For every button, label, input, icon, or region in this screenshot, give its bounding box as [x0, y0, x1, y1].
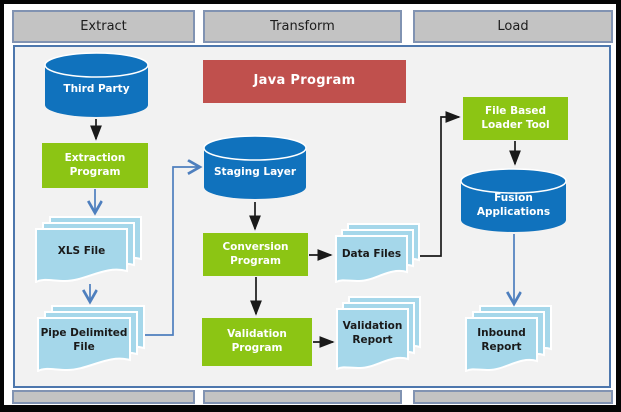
multi-document-icon [336, 296, 421, 370]
node-label: Java Program [253, 73, 356, 89]
node-data-files: Data Files [335, 223, 420, 283]
lane-label-load: Load [497, 19, 529, 34]
node-fusion-applications: Fusion Applications [460, 168, 567, 233]
node-label: Validation Program [227, 328, 287, 354]
node-validation-report: Validation Report [336, 296, 421, 370]
multi-document-icon [465, 305, 552, 372]
database-icon [203, 135, 307, 199]
lane-header-load: Load [413, 10, 613, 43]
node-label: Validation Report [342, 320, 403, 346]
node-label: File Based Loader Tool [481, 104, 550, 131]
lane-label-transform: Transform [270, 19, 335, 34]
node-third-party: Third Party [44, 52, 149, 118]
node-label: XLS File [57, 245, 106, 258]
multi-document-icon [335, 223, 420, 283]
node-java-program: Java Program [203, 60, 406, 103]
lane-footer-transform [203, 390, 402, 404]
multi-document-icon [37, 305, 145, 372]
node-label: Pipe Delimited File [40, 327, 128, 353]
multi-document-icon [35, 216, 142, 283]
node-pipe-delimited-file: Pipe Delimited File [37, 305, 145, 372]
node-label: Third Party [63, 83, 130, 96]
lane-footer-extract [12, 390, 195, 404]
node-label: Inbound Report [477, 327, 526, 353]
node-validation-program: Validation Program [202, 318, 312, 366]
database-icon [460, 168, 567, 232]
node-label: Data Files [341, 248, 402, 261]
lane-header-extract: Extract [12, 10, 195, 43]
node-file-based-loader-tool: File Based Loader Tool [463, 97, 568, 140]
lane-header-transform: Transform [203, 10, 402, 43]
node-label: Fusion Applications [476, 191, 551, 218]
node-label: Staging Layer [213, 165, 297, 178]
node-inbound-report: Inbound Report [465, 305, 552, 372]
node-label: Conversion Program [222, 240, 289, 267]
node-conversion-program: Conversion Program [203, 233, 308, 276]
node-xls-file: XLS File [35, 216, 142, 283]
node-extraction-program: Extraction Program [42, 143, 148, 188]
database-icon [44, 52, 149, 117]
node-staging-layer: Staging Layer [203, 135, 307, 200]
lane-label-extract: Extract [80, 19, 127, 34]
node-label: Extraction Program [64, 151, 126, 178]
lane-footer-load [413, 390, 613, 404]
